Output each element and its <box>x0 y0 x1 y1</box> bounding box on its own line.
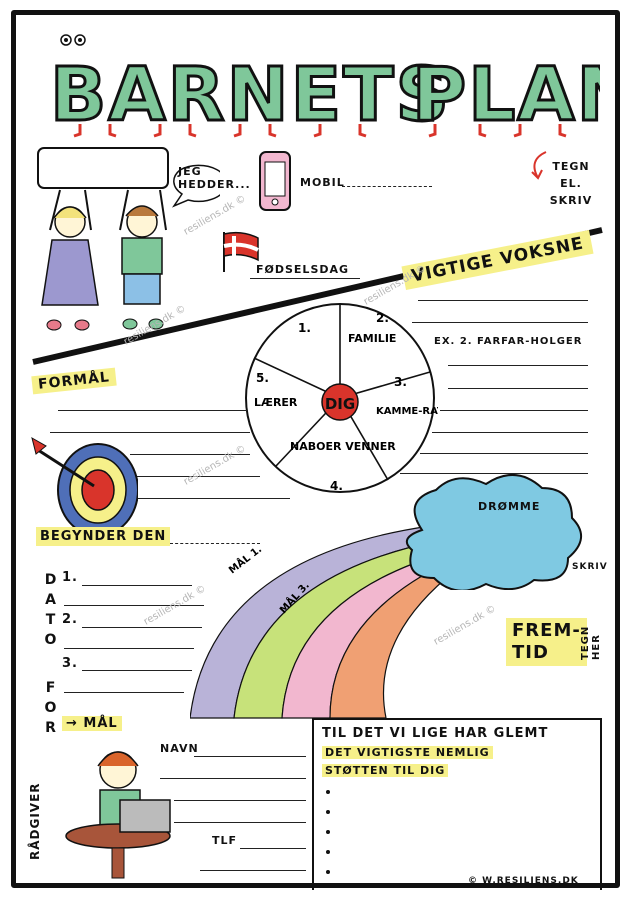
tlf-line-1[interactable] <box>240 848 306 849</box>
footer-text: © W.RESILIENS.DK <box>468 876 579 886</box>
dato-line-4[interactable] <box>64 648 194 649</box>
navn-line-3[interactable] <box>174 800 306 801</box>
dato-num-3: 3. <box>62 656 78 671</box>
wheel-num-5: 5. <box>256 371 269 385</box>
voksne-line-4[interactable] <box>448 388 588 389</box>
birthday-line[interactable] <box>250 278 360 279</box>
dream-cloud <box>405 473 582 590</box>
tlf-label: TLF <box>212 834 238 847</box>
dato-letter: O <box>44 700 58 716</box>
page-frame <box>11 10 620 888</box>
dato-line-2[interactable] <box>64 605 204 606</box>
tegn-line-2: EL. <box>560 177 582 190</box>
tegn-line-3: SKRIV <box>549 194 593 207</box>
target-icon <box>31 436 138 530</box>
flag-icon <box>223 231 259 272</box>
people-wheel: DIG 1. 2. FAMILIE 3. KAMME-RATER 4. NABO… <box>245 303 438 493</box>
formal-line-1[interactable] <box>58 410 248 411</box>
tegn-line-1: TEGN <box>552 160 590 173</box>
voksne-line-6[interactable] <box>432 432 588 433</box>
dato-letter: A <box>45 592 57 608</box>
navn-label: NAVN <box>160 742 199 755</box>
radgiver-illustration <box>65 751 171 879</box>
title-word1: BARNETS <box>50 52 451 138</box>
dato-line-5[interactable] <box>82 670 192 671</box>
glemt-line1: DET VIGTIGSTE NEMLIG <box>322 746 493 759</box>
fremtid-line-2: TID <box>512 642 549 663</box>
voksne-line-5[interactable] <box>440 410 588 411</box>
voksne-line-1[interactable] <box>418 300 588 301</box>
wheel-center: DIG <box>325 395 355 413</box>
glemt-line2: STØTTEN TIL DIG <box>322 764 449 777</box>
curved-arrow-icon <box>531 151 547 180</box>
glemt-title: TIL DET VI LIGE HAR GLEMT <box>322 726 549 741</box>
example-text: EX. 2. FARFAR-HOLGER <box>434 336 583 347</box>
mobil-label: MOBIL <box>300 176 345 189</box>
voksne-line-3[interactable] <box>448 365 588 366</box>
bullet-list <box>326 790 330 874</box>
tegn-label: TEGN EL. SKRIV <box>546 158 596 209</box>
formal-line-3[interactable] <box>130 454 250 455</box>
navn-line-4[interactable] <box>174 822 306 823</box>
begynder-label: BEGYNDER DEN <box>36 527 171 546</box>
dato-for-column: D A T O F O R <box>42 570 60 738</box>
fremtid-line-1: FREM- <box>512 620 581 641</box>
dato-num-1: 1. <box>62 570 78 585</box>
dato-line-1[interactable] <box>82 585 192 586</box>
wheel-num-3: 3. <box>394 375 407 389</box>
formal-line-2[interactable] <box>50 432 250 433</box>
wheel-num-4: 4. <box>330 479 343 493</box>
speech-text: JEG HEDDER... <box>178 165 251 191</box>
tlf-line-2[interactable] <box>200 870 306 871</box>
birthday-label: FØDSELSDAG <box>256 263 350 276</box>
glemt-box <box>312 718 602 890</box>
navn-line-1[interactable] <box>194 756 306 757</box>
dato-line-6[interactable] <box>64 692 184 693</box>
mobil-line[interactable] <box>342 186 432 187</box>
formal-line-5[interactable] <box>130 498 290 499</box>
skriv-label: SKRIV <box>572 562 608 572</box>
dato-line-3[interactable] <box>82 627 202 628</box>
voksne-line-8[interactable] <box>400 473 588 474</box>
wheel-label-5: LÆRER <box>254 396 298 409</box>
radgiver-label: RÅDGIVER <box>28 782 42 860</box>
title-word2: PLAN <box>412 52 600 138</box>
wheel-label-3: KAMME-RATER <box>376 406 438 417</box>
voksne-line-7[interactable] <box>420 453 588 454</box>
wheel-num-2: 2. <box>376 311 389 325</box>
voksne-line-2[interactable] <box>412 322 588 323</box>
fremtid-label: FREM- TID <box>506 618 587 666</box>
dato-letter: F <box>45 680 57 696</box>
dato-num-2: 2. <box>62 612 78 627</box>
dromme-label: DRØMME <box>478 500 541 513</box>
dato-letter: D <box>44 572 58 588</box>
formal-line-4[interactable] <box>130 476 260 477</box>
road-mal1: MÅL 1. <box>226 543 264 577</box>
tegn-her-label: TEGN HER <box>580 625 602 660</box>
navn-line-2[interactable] <box>160 778 306 779</box>
title-art: BARNETS PLAN <box>49 34 600 138</box>
kids-illustration <box>37 147 220 331</box>
wheel-num-1: 1. <box>298 321 311 335</box>
dato-letter: T <box>45 612 57 628</box>
phone-icon <box>259 151 291 211</box>
dato-letter: O <box>44 632 58 648</box>
wheel-label-2: FAMILIE <box>348 332 396 345</box>
wheel-label-4: NABOER VENNER <box>290 440 396 453</box>
begynder-line[interactable] <box>170 543 260 544</box>
dato-mal: → MÅL <box>62 716 122 731</box>
dato-letter: R <box>45 720 57 736</box>
